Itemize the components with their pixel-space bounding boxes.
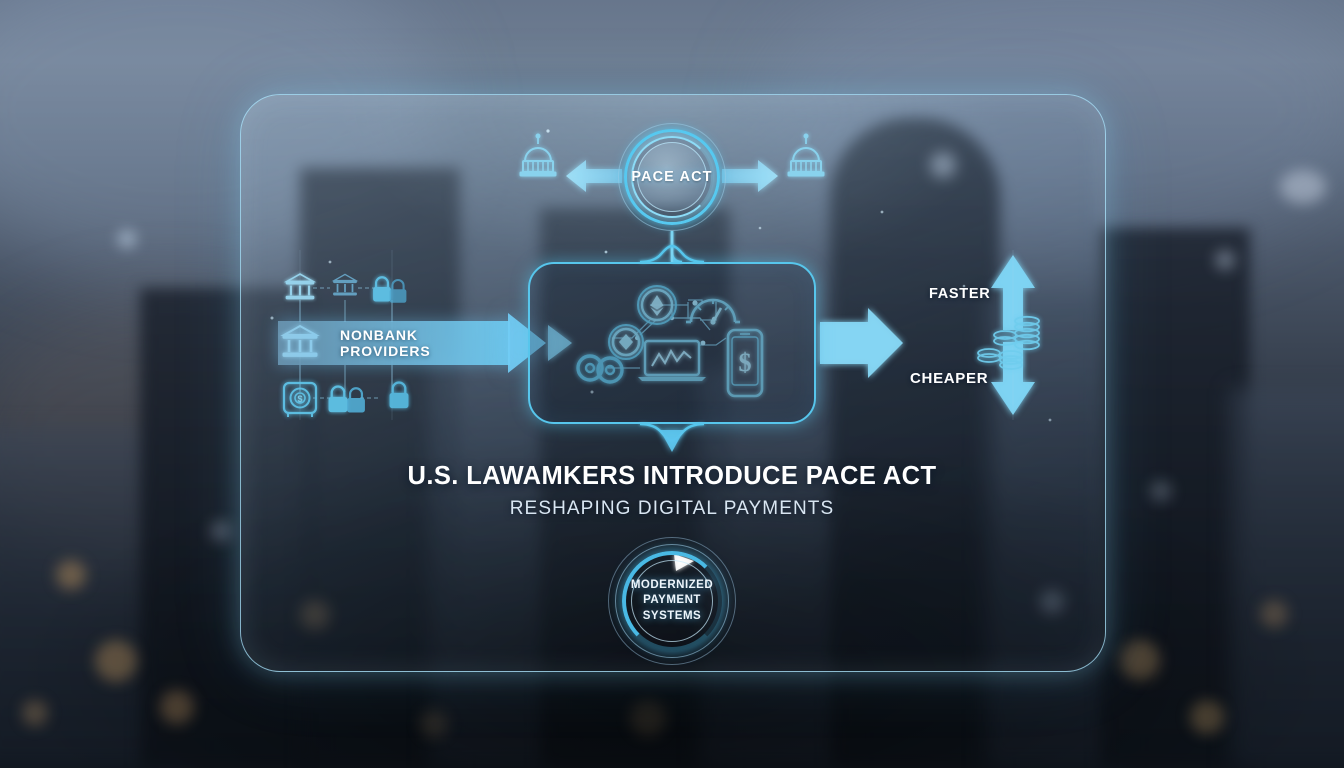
token-diamond-coin-icon [608,324,644,360]
digital-payments-hub-box [528,262,816,424]
pace-act-label: PACE ACT [631,169,713,185]
modernized-label-group: MODERNIZED PAYMENT SYSTEMS [630,563,714,639]
modernized-line-1: MODERNIZED [630,579,714,592]
padlock-icon [372,276,392,303]
node-ring-inner [631,136,713,218]
arrow-right-pace [722,160,778,192]
page-subtitle: RESHAPING DIGITAL PAYMENTS [509,498,835,519]
nonbank-providers-ribbon[interactable]: NONBANK PROVIDERS [278,313,546,373]
vault-dollar-icon: $ [282,381,318,417]
arrow-down-to-title [660,430,684,452]
node-ring-2 [615,544,729,658]
capitol-building-icon [787,133,825,177]
cheaper-label: CHEAPER [910,370,989,387]
faster-label: FASTER [929,286,991,302]
svg-text:$: $ [739,348,752,377]
chevron-into-hub [548,325,572,361]
node-ring-mid [624,129,720,225]
modernized-line-2: PAYMENT [643,594,701,607]
page-title: U.S. LAWAMKERS INTRODUCE PACE ACT [407,462,937,490]
nonbank-providers-label: NONBANK PROVIDERS [340,327,431,359]
padlock-icon [327,385,349,413]
coin-stack-icon [977,315,1040,370]
ribbon-body [278,321,510,365]
arrow-left-pace [566,160,622,192]
arrow-right-outcome [820,308,903,378]
arrow-up-faster [991,255,1035,330]
node-ring-outer [608,537,736,665]
node-ring-outer [618,123,726,231]
laptop-chart-icon [638,339,706,381]
title-block: U.S. LAWAMKERS INTRODUCE PACE ACT RESHAP… [240,462,1104,520]
pace-act-node[interactable]: PACE ACT [618,123,726,231]
node-ring-4 [631,560,713,642]
padlock-icon [388,278,408,304]
speedometer-gauge-icon [686,298,740,325]
bank-building-icon [284,272,316,301]
bank-building-icon [332,273,358,296]
modernized-line-3: SYSTEMS [642,609,702,622]
coin-stack-icon [576,354,624,384]
ribbon-arrowhead [508,313,546,373]
arrow-down-cheaper [991,342,1035,415]
capitol-building-icon [519,133,557,177]
node-core [637,142,707,212]
smartphone-dollar-icon: $ [726,328,764,398]
padlock-icon [388,381,410,409]
padlock-icon [346,387,366,414]
ethereum-coin-icon [637,285,677,325]
modernized-payment-systems-node[interactable]: MODERNIZED PAYMENT SYSTEMS [608,537,736,665]
svg-text:$: $ [297,394,302,404]
hub-top-notch [639,244,705,264]
sparkle-dots [270,129,1052,472]
node-ring-3 [622,551,722,651]
